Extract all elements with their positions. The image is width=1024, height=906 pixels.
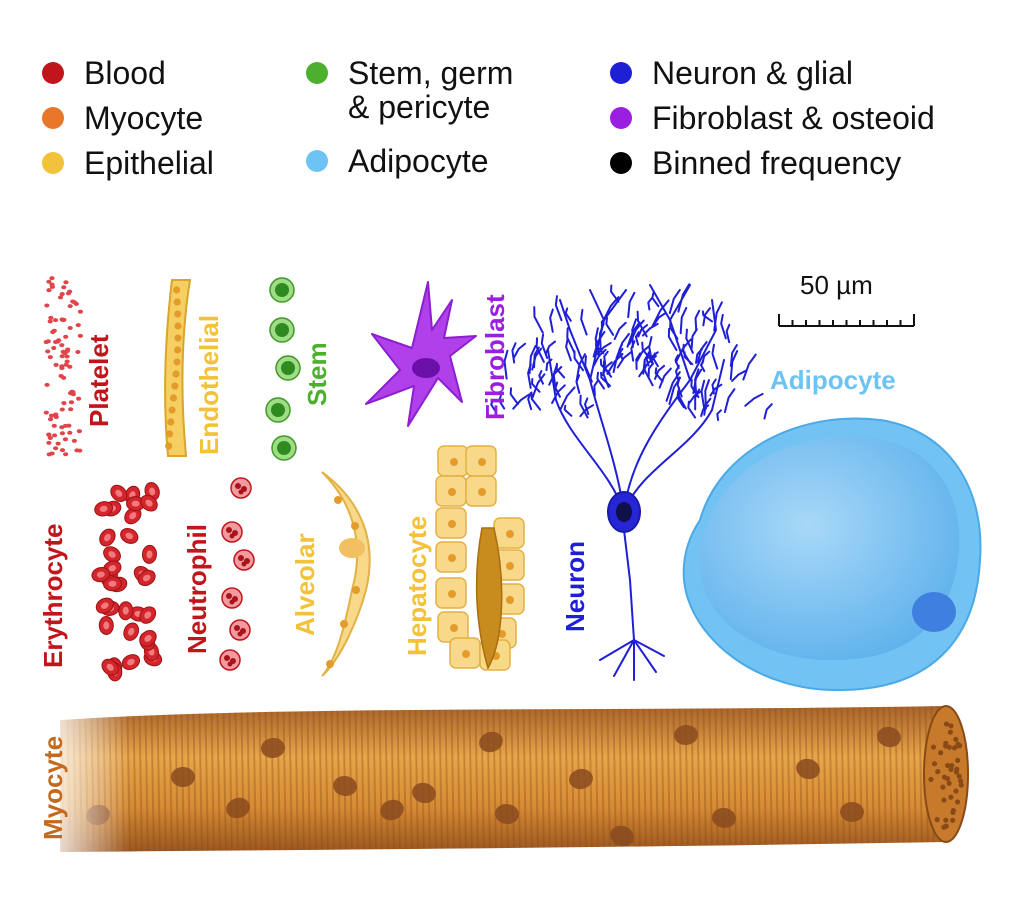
endothelial-cells: [164, 279, 192, 457]
stem-cells: [265, 277, 301, 461]
legend-fibroblast: Fibroblast & osteoid: [610, 101, 935, 135]
legend-adipocyte: Adipocyte: [306, 144, 489, 178]
fibroblast-dot-icon: [610, 107, 632, 129]
stem-label: Stem: [302, 342, 332, 406]
legend-label: Myocyte: [84, 100, 204, 136]
legend-epithelial: Epithelial: [42, 146, 214, 180]
legend-label: Binned frequency: [652, 145, 902, 181]
legend-label: Adipocyte: [348, 143, 489, 179]
legend-label: Blood: [84, 55, 166, 91]
hepatocyte-cells: [435, 445, 525, 671]
legend-label: Fibroblast & osteoid: [652, 100, 935, 136]
legend-neuron: Neuron & glial: [610, 56, 853, 90]
neuron-cell: [490, 283, 773, 681]
legend-label: Epithelial: [84, 145, 214, 181]
hepatocyte-label: Hepatocyte: [402, 515, 432, 656]
binned-dot-icon: [610, 152, 632, 174]
neuron-label: Neuron: [560, 541, 590, 632]
alveolar-cell: [321, 471, 371, 677]
legend-stem: Stem, germ & pericyte: [306, 56, 513, 124]
platelet-cells: [43, 276, 84, 457]
erythrocyte-label: Erythrocyte: [38, 523, 68, 669]
neutrophil-label: Neutrophil: [182, 524, 212, 654]
adipocyte-dot-icon: [306, 150, 328, 172]
alveolar-label: Alveolar: [290, 533, 320, 636]
legend-blood: Blood: [42, 56, 166, 90]
adipocyte-label: Adipocyte: [770, 365, 896, 395]
scale-bar-label: 50 µm: [800, 270, 873, 300]
blood-dot-icon: [42, 62, 64, 84]
scale-bar: [778, 314, 915, 327]
erythrocyte-cells: [91, 482, 163, 682]
legend-label: Stem, germ & pericyte: [348, 55, 514, 125]
fibroblast-label: Fibroblast: [480, 294, 510, 420]
myocyte-fiber: [40, 700, 969, 860]
neutrophil-cells: [219, 477, 255, 671]
adipocyte-cell: [682, 417, 982, 692]
platelet-label: Platelet: [84, 334, 114, 428]
endothelial-label: Endothelial: [194, 314, 224, 455]
stem-dot-icon: [306, 62, 328, 84]
myocyte-dot-icon: [42, 107, 64, 129]
legend-myocyte: Myocyte: [42, 101, 203, 135]
fibroblast-cell: [365, 281, 477, 427]
legend-binned: Binned frequency: [610, 146, 901, 180]
epithelial-dot-icon: [42, 152, 64, 174]
legend-label: Neuron & glial: [652, 55, 853, 91]
neuron-dot-icon: [610, 62, 632, 84]
myocyte-label: Myocyte: [38, 735, 68, 840]
